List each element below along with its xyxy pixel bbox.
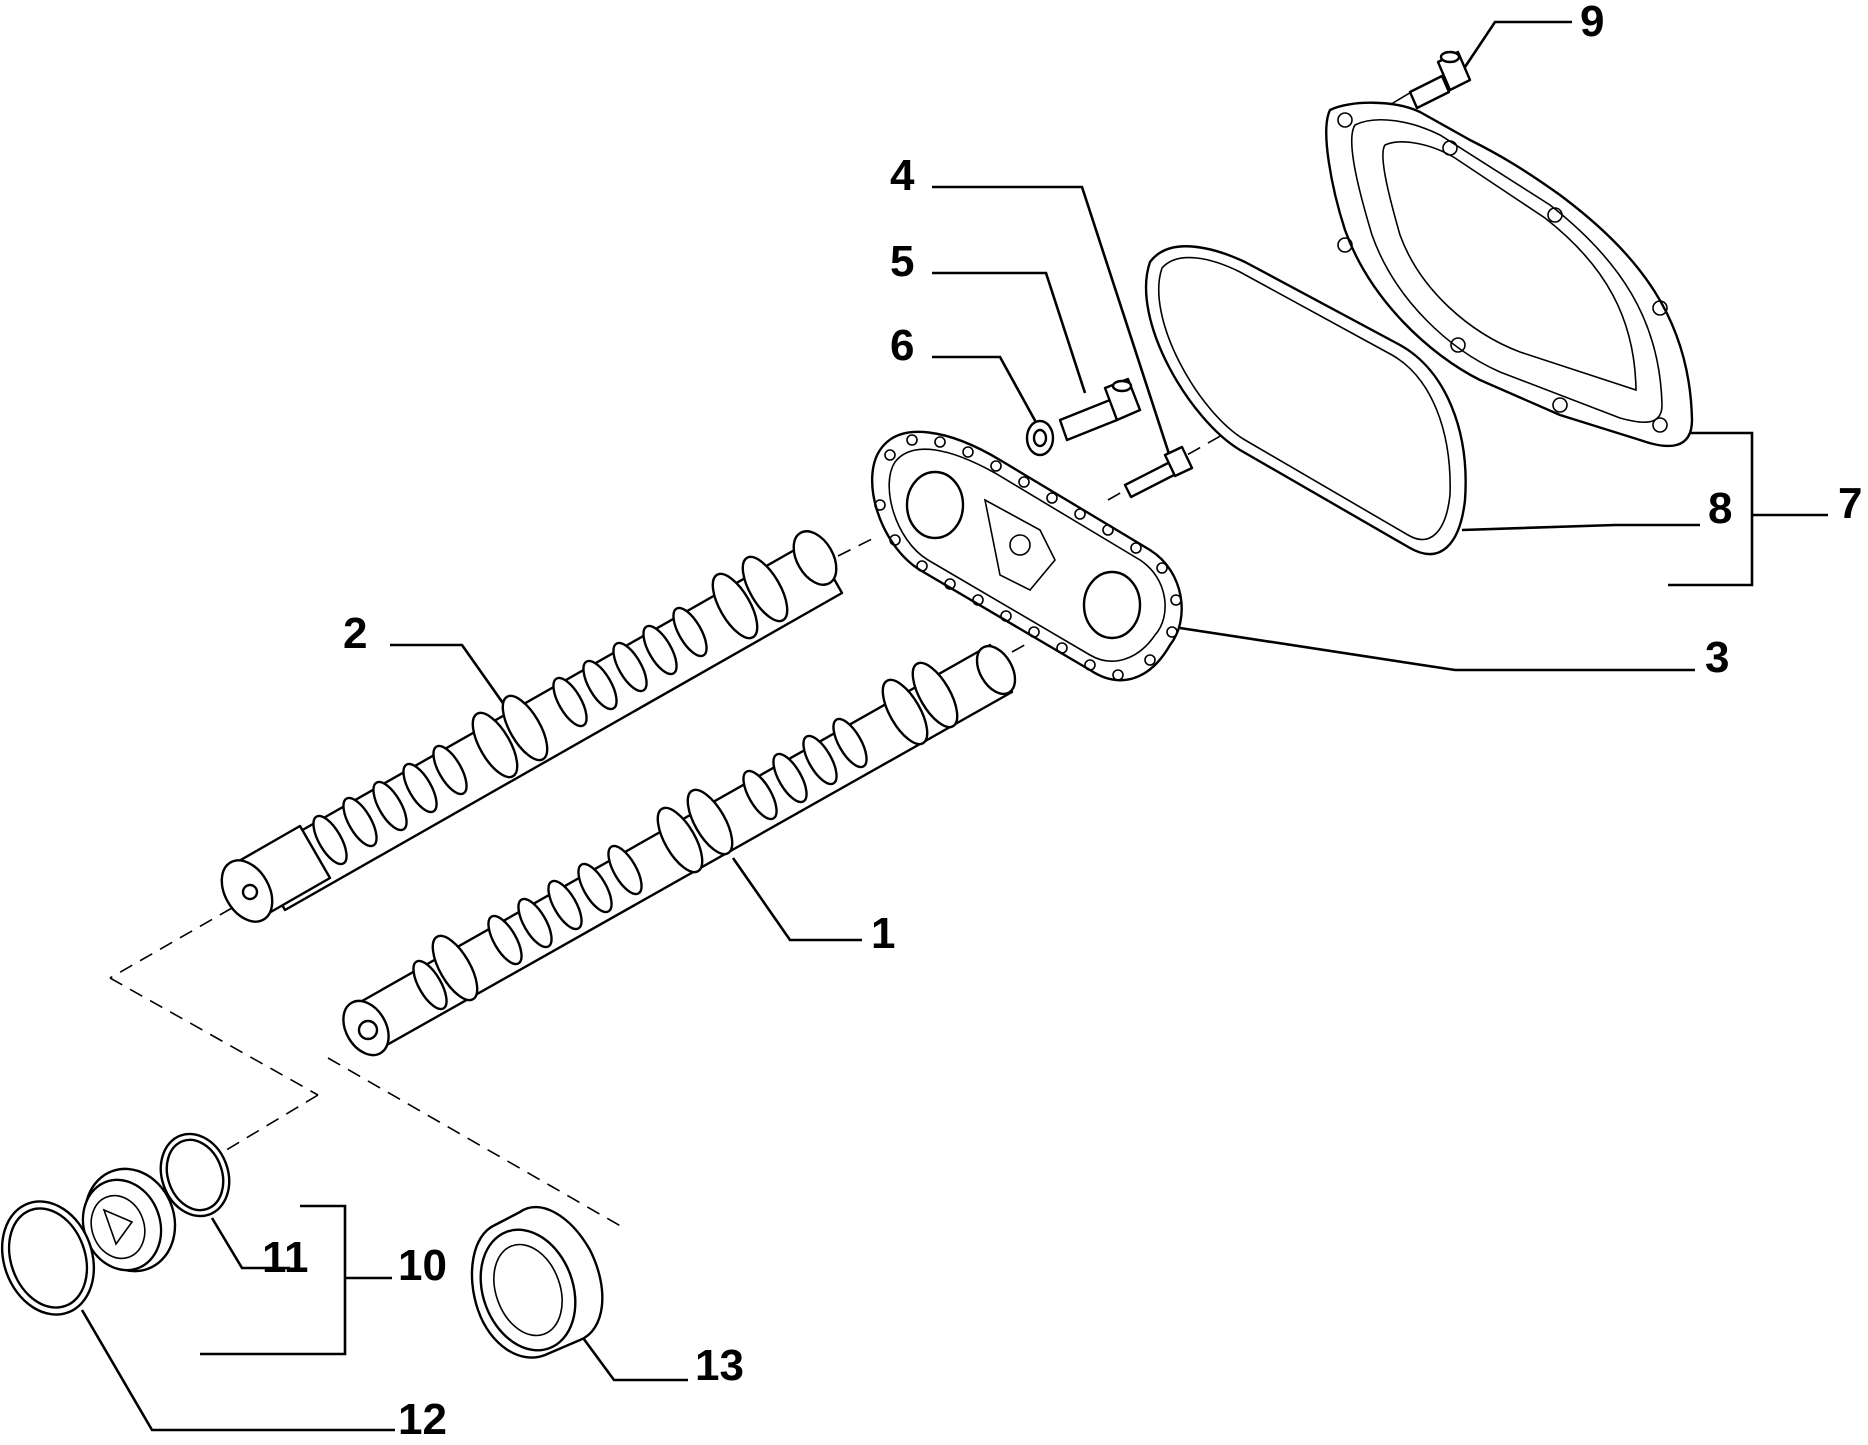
callout-1: 1 xyxy=(871,909,896,958)
leader-4 xyxy=(932,185,1172,458)
leader-2 xyxy=(390,643,507,707)
leader-3 xyxy=(1179,626,1695,672)
callout-5: 5 xyxy=(890,237,915,286)
bolt-9 xyxy=(1408,50,1472,110)
leader-1 xyxy=(731,857,862,942)
callout-9: 9 xyxy=(1580,0,1605,46)
callout-13: 13 xyxy=(695,1341,744,1390)
callout-7: 7 xyxy=(1838,479,1863,528)
callout-8: 8 xyxy=(1708,484,1733,533)
washer-6 xyxy=(1025,419,1055,457)
callout-10: 10 xyxy=(398,1241,447,1290)
leader-11 xyxy=(210,1217,290,1270)
bolt-5 xyxy=(1058,377,1142,442)
bracket-7 xyxy=(1668,431,1754,587)
callout-2: 2 xyxy=(343,609,368,658)
camshaft-upper xyxy=(220,530,844,923)
bushing-13 xyxy=(470,1206,604,1359)
callout-6: 6 xyxy=(890,321,915,370)
leader-6 xyxy=(932,355,1040,427)
oring-11 xyxy=(159,1132,231,1218)
camshaft-lower xyxy=(342,643,1017,1057)
leader-9 xyxy=(1457,20,1572,77)
callout-3: 3 xyxy=(1705,633,1730,682)
leader-lines xyxy=(80,20,1828,1432)
callout-11: 11 xyxy=(262,1233,309,1282)
seal-10 xyxy=(81,1167,177,1273)
timing-chain-assembly xyxy=(871,430,1183,682)
gasket-8 xyxy=(1144,245,1467,556)
ring-12 xyxy=(0,1200,96,1316)
bolt-4 xyxy=(1123,445,1194,499)
leader-12 xyxy=(80,1309,395,1432)
callout-4: 4 xyxy=(890,151,915,200)
leader-13 xyxy=(573,1326,688,1382)
bracket-10 xyxy=(200,1204,347,1356)
cover-7 xyxy=(1325,101,1694,448)
leader-5 xyxy=(932,271,1087,394)
callout-12: 12 xyxy=(398,1395,447,1444)
leader-8 xyxy=(1461,523,1700,532)
